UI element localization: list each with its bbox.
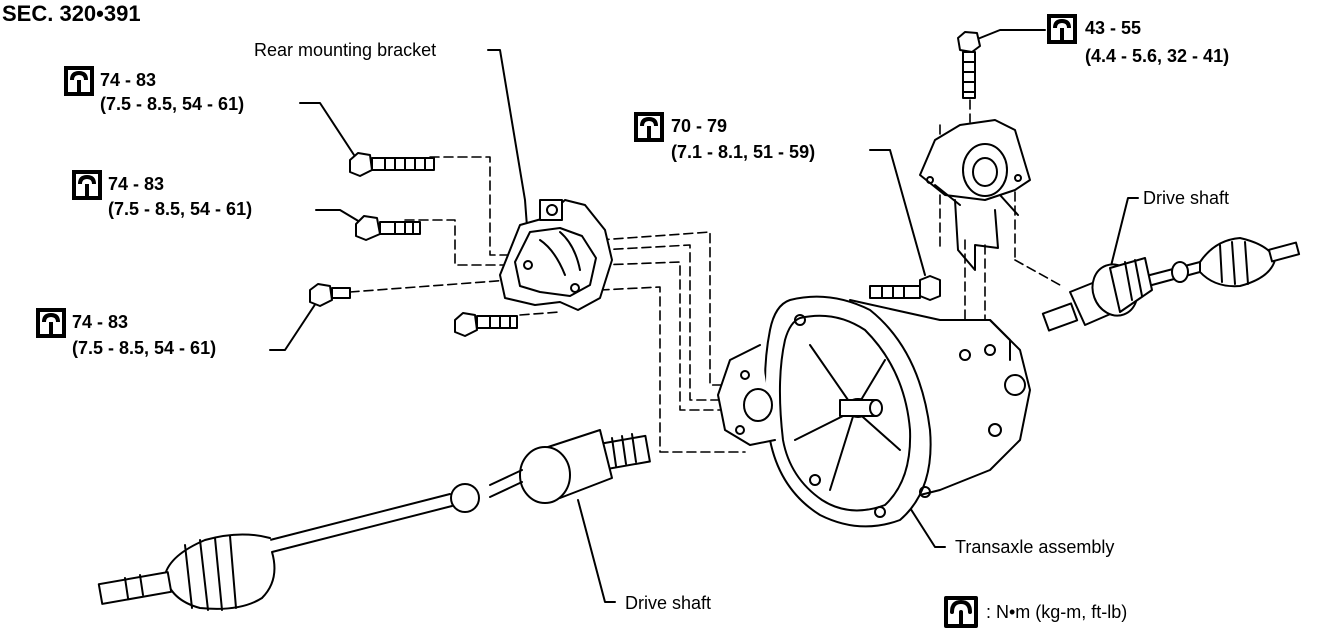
- bolt-top-mount: [957, 31, 981, 99]
- torque-wrench-icon: [1047, 14, 1077, 44]
- bolt-middle-left: [355, 215, 421, 241]
- torque-value: 43 - 55: [1085, 18, 1142, 38]
- transaxle-body: [717, 295, 1031, 528]
- label-drive-shaft-left: Drive shaft: [625, 593, 712, 613]
- torque-value: 74 - 83: [72, 312, 129, 332]
- legend-units: : N•m (kg-m, ft-lb): [986, 602, 1128, 622]
- bolt-transaxle: [869, 275, 941, 301]
- torque-alt: (7.5 - 8.5, 54 - 61): [100, 94, 245, 114]
- torque-wrench-icon: [72, 170, 102, 200]
- torque-wrench-icon: [634, 112, 664, 142]
- label-transaxle-assembly: Transaxle assembly: [955, 537, 1115, 557]
- torque-alt: (7.5 - 8.5, 54 - 61): [108, 199, 253, 219]
- torque-alt: (7.5 - 8.5, 54 - 61): [72, 338, 217, 358]
- torque-alt: (7.1 - 8.1, 51 - 59): [671, 142, 816, 162]
- dashed-guides: [349, 99, 1061, 453]
- torque-value: 70 - 79: [671, 116, 728, 136]
- torque-value: 74 - 83: [100, 70, 157, 90]
- label-rear-mounting-bracket: Rear mounting bracket: [254, 40, 437, 60]
- label-drive-shaft-right: Drive shaft: [1143, 188, 1230, 208]
- torque-alt: (4.4 - 5.6, 32 - 41): [1085, 46, 1230, 66]
- torque-value: 74 - 83: [108, 174, 165, 194]
- bolt-top-left: [349, 152, 435, 177]
- torque-wrench-icon: [36, 308, 66, 338]
- bolt-lower-center: [454, 312, 518, 337]
- torque-wrench-icon: [64, 66, 94, 96]
- engine-mount: [919, 119, 1031, 271]
- drive-shaft-right: [1041, 237, 1301, 332]
- leader-lines: [269, 29, 1139, 603]
- section-code: SEC. 320•391: [2, 1, 141, 26]
- bolt-lower-left: [309, 283, 351, 307]
- rear-mounting-bracket: [499, 199, 613, 311]
- legend-wrench-icon: [944, 596, 978, 628]
- drive-shaft-left: [97, 429, 651, 611]
